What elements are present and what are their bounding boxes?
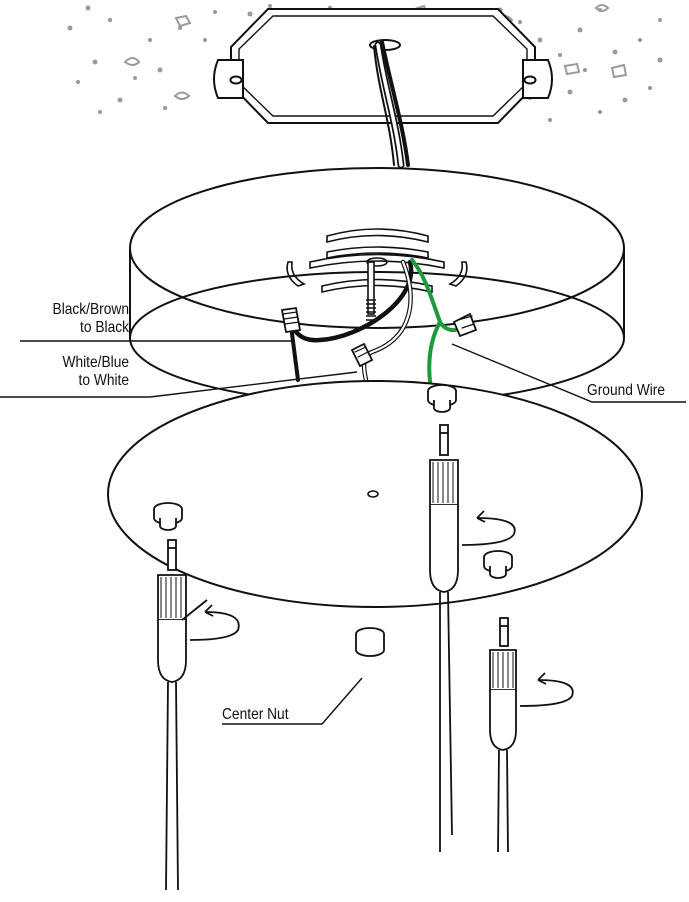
cable-middle — [429, 424, 516, 852]
grommet-right — [483, 550, 513, 579]
center-nut — [355, 627, 385, 657]
canopy — [129, 167, 625, 405]
leader-center-nut — [222, 677, 363, 725]
label-black-wire-line1: Black/Brown — [52, 301, 129, 318]
cable-left — [157, 539, 240, 891]
supply-wires — [373, 40, 410, 169]
label-ground-wire: Ground Wire — [587, 382, 666, 399]
ground-wire — [410, 258, 478, 384]
ceiling-plate — [107, 380, 643, 608]
label-white-wire: White/Blue to White — [18, 354, 129, 390]
leader-white-wire — [0, 371, 358, 398]
grommet-top — [427, 384, 457, 413]
white-wire — [350, 259, 413, 383]
black-wire — [280, 259, 414, 382]
label-black-wire: Black/Brown to Black — [18, 301, 129, 337]
leader-lines — [0, 340, 686, 725]
label-center-nut: Center Nut — [222, 706, 289, 723]
grommet-left — [153, 502, 183, 531]
label-white-wire-line2: to White — [78, 372, 129, 389]
label-white-wire-line1: White/Blue — [62, 354, 129, 371]
leader-ground-wire — [451, 343, 686, 403]
label-black-wire-line2: to Black — [80, 319, 129, 336]
cable-right — [489, 617, 574, 853]
